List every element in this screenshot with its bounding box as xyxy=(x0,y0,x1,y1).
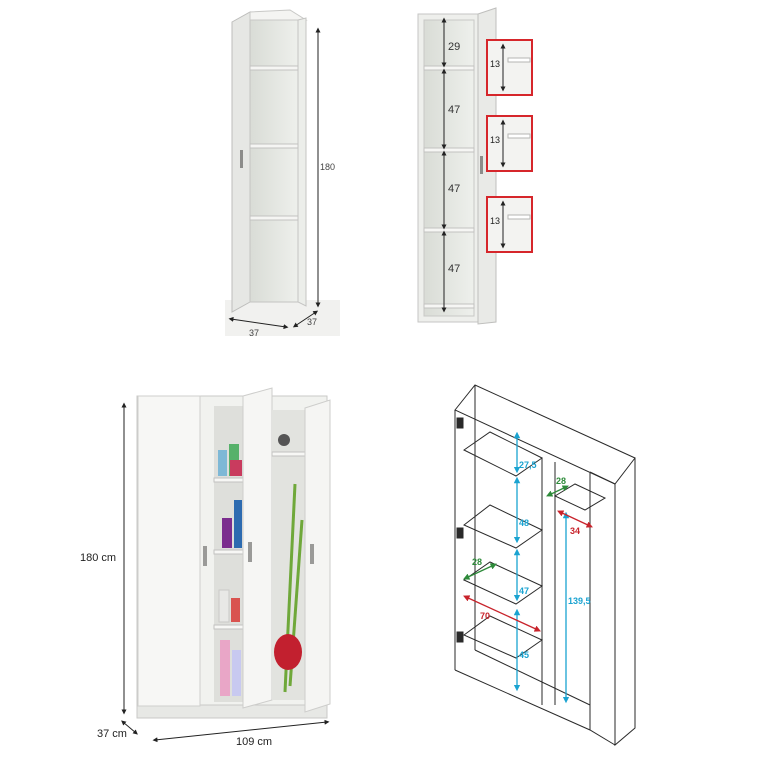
detail-label: 13 xyxy=(490,59,500,69)
cyan-dimension-label: 48 xyxy=(519,518,529,528)
cabinet-bottom-front xyxy=(454,669,616,746)
red-dimension-label: 34 xyxy=(570,526,580,536)
section-label: 29 xyxy=(448,41,460,53)
door-handle xyxy=(203,546,207,566)
hinge-icon xyxy=(456,527,464,539)
red-dimension-label: 70 xyxy=(480,611,490,621)
cabinet-interior xyxy=(249,19,299,303)
panel-3-three-door-cabinet: 180 cm 37 cm 109 cm xyxy=(80,387,331,748)
door-handle xyxy=(240,150,243,168)
shelf-outline xyxy=(462,561,544,605)
green-dimension-line xyxy=(546,485,569,497)
section-label: 47 xyxy=(448,104,460,116)
red-dimension-line xyxy=(557,510,593,528)
shelf xyxy=(423,227,475,233)
panel-1-single-cabinet: 180 37 37 xyxy=(225,9,340,338)
cyan-dimension-label: 139,5 xyxy=(568,596,591,606)
door-handle xyxy=(480,156,483,174)
green-dimension-line xyxy=(463,563,497,580)
section-label: 47 xyxy=(448,183,460,195)
hinge-icon xyxy=(456,417,464,429)
shelf xyxy=(423,65,475,71)
shelf-peg-detail: 13 xyxy=(486,115,533,172)
shelf xyxy=(249,65,299,71)
softener-bottle xyxy=(232,650,241,696)
cabinet-side-outline xyxy=(614,458,636,747)
shelf-outline xyxy=(463,615,544,659)
cabinet-bottom-back xyxy=(474,649,591,706)
green-dimension-label: 28 xyxy=(556,476,566,486)
door-handle xyxy=(248,542,252,562)
height-label: 180 cm xyxy=(80,552,116,564)
back-edge xyxy=(589,471,616,485)
green-dimension-label: 28 xyxy=(472,557,482,567)
cyan-dimension-label: 45 xyxy=(519,650,529,660)
detergent-item xyxy=(230,460,242,476)
width-dimension-line xyxy=(228,316,289,330)
plinth xyxy=(136,704,328,719)
iron xyxy=(278,434,290,446)
shelf xyxy=(249,143,299,149)
cleaner-bottle xyxy=(231,598,240,622)
shelf-peg-detail: 13 xyxy=(486,39,533,96)
cleaner-bottle xyxy=(222,518,232,548)
width-label: 37 xyxy=(249,328,259,338)
depth-label: 37 xyxy=(307,317,317,327)
shelf xyxy=(249,215,299,221)
shelf-peg-detail: 13 xyxy=(486,196,533,253)
width-dimension-line xyxy=(152,719,330,743)
panel-4-labels: 27,5 48 47 45 139,5 28 28 34 70 xyxy=(463,460,593,660)
width-label: 109 cm xyxy=(236,736,272,748)
cabinet-top-outline xyxy=(454,384,636,485)
cyan-dimension-label: 27,5 xyxy=(519,460,537,470)
vacuum xyxy=(274,634,302,670)
right-door-open xyxy=(304,399,331,713)
cleaner-bottle xyxy=(234,500,242,548)
height-label: 180 xyxy=(320,162,335,172)
hinge-icon xyxy=(456,631,464,643)
cabinet-top xyxy=(249,9,308,21)
detail-label: 13 xyxy=(490,216,500,226)
panel-2-shelf-spacing: 29 47 47 47 13 13 13 xyxy=(417,7,533,325)
section-label: 47 xyxy=(448,263,460,275)
middle-door-open xyxy=(242,387,273,709)
depth-dimension-line xyxy=(292,310,319,328)
cleaner-bottle xyxy=(218,589,230,623)
left-door xyxy=(137,395,201,707)
shelf xyxy=(423,303,475,309)
detergent-item xyxy=(218,450,227,476)
cyan-dimension-label: 47 xyxy=(519,586,529,596)
shelf-outline xyxy=(463,431,543,477)
shelf-outline xyxy=(463,504,543,549)
shelf-outline xyxy=(553,483,607,511)
depth-label: 37 cm xyxy=(97,728,127,740)
door-handle xyxy=(310,544,314,564)
detail-label: 13 xyxy=(490,135,500,145)
depth-dimension-line xyxy=(121,720,138,735)
red-dimension-line xyxy=(463,595,541,632)
shelf xyxy=(423,147,475,153)
cabinet-side xyxy=(297,17,307,307)
softener-bottle xyxy=(220,640,230,696)
